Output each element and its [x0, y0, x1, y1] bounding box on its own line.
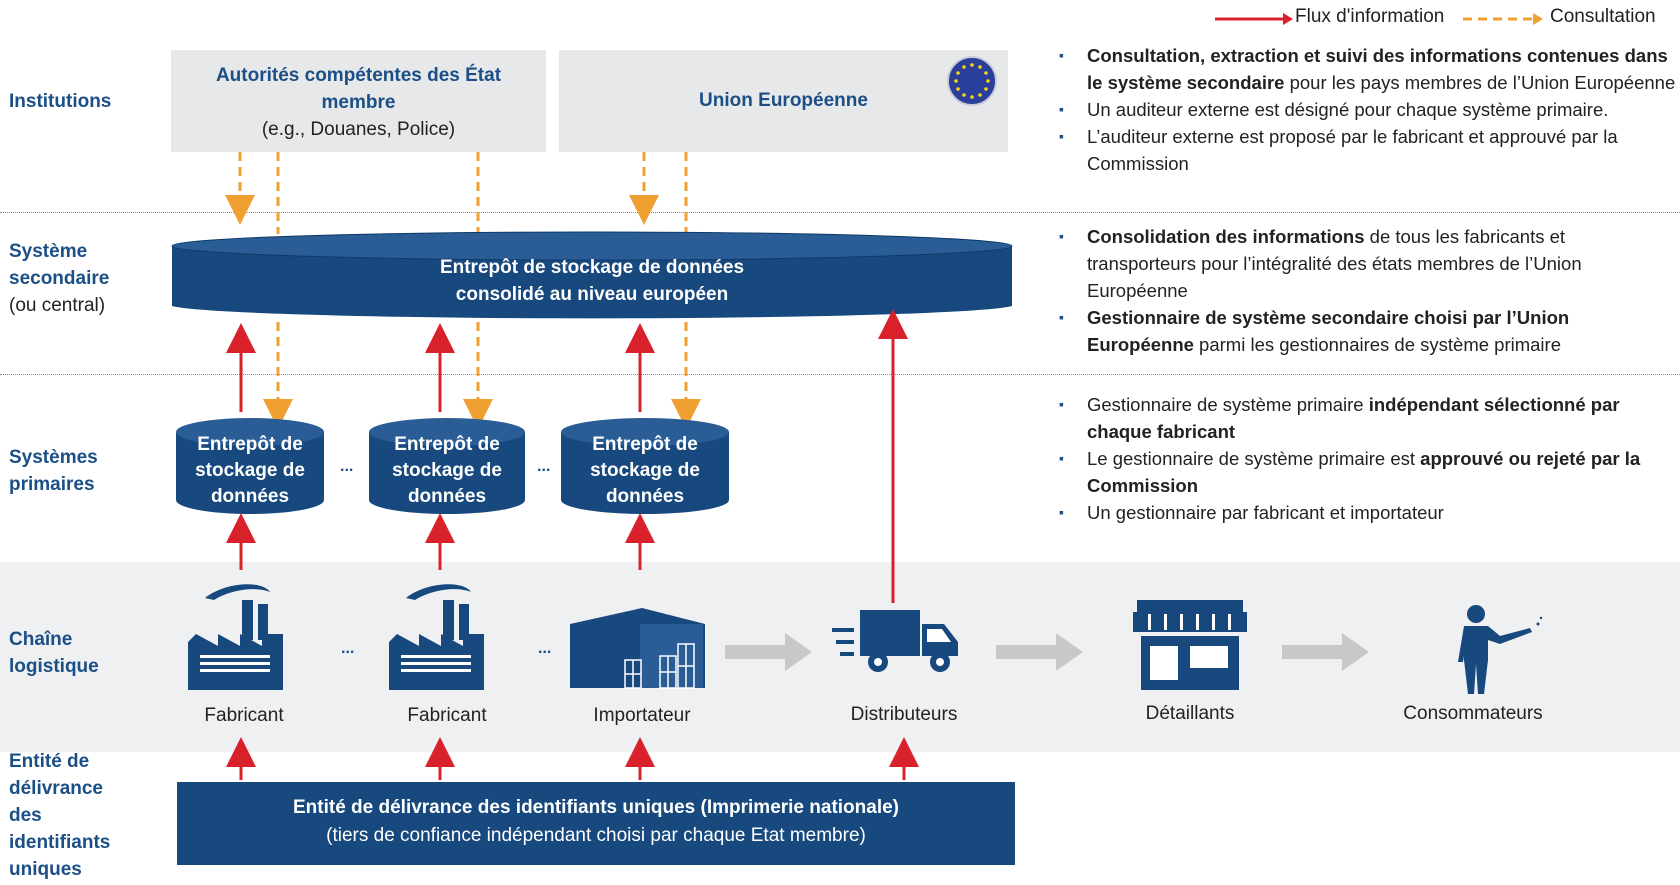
truck-icon [832, 610, 958, 672]
label-consumers: Consommateurs [1403, 703, 1543, 724]
notes-secondary: Consolidation des informations de tous l… [1057, 223, 1677, 358]
consultation-arrows-mid [263, 322, 701, 429]
chain-ellipsis-1: ... [341, 640, 355, 657]
shop-icon [1133, 600, 1247, 690]
id-entity-title: Entité de délivrance des identifiants un… [292, 797, 900, 818]
separator-secondary [0, 374, 1680, 375]
row-label-institutions: Institutions [9, 91, 112, 112]
label-manufacturer-1: Fabricant [204, 705, 284, 726]
legend-info-flow: Flux d'information [1295, 6, 1445, 27]
note-item: L’auditeur externe est proposé par le fa… [1057, 123, 1677, 177]
legend-graphics [1215, 13, 1543, 25]
note-item: Gestionnaire de système primaire indépen… [1057, 391, 1677, 445]
label-distributors: Distributeurs [850, 704, 958, 725]
legend-info-arrowhead [1283, 13, 1293, 25]
consultation-arrows-top [225, 152, 688, 234]
label-importer: Importateur [593, 705, 691, 726]
notes-primary: Gestionnaire de système primaire indépen… [1057, 391, 1677, 526]
eu-flag-icon [947, 56, 997, 106]
warehouse-icon [570, 608, 705, 689]
legend-consult-arrowhead [1533, 13, 1543, 25]
primary-ellipsis-1: ... [340, 458, 354, 475]
info-arrows-id-to-chain [226, 737, 919, 780]
factory-icon-2 [389, 584, 484, 690]
note-item: Consultation, extraction et suivi des in… [1057, 42, 1677, 96]
label-manufacturer-2: Fabricant [407, 705, 487, 726]
info-arrows-primary-to-secondary [226, 309, 908, 603]
legend-consultation: Consultation [1550, 6, 1656, 27]
primary-ellipsis-2: ... [537, 458, 551, 475]
id-entity-subtitle: (tiers de confiance indépendant choisi p… [326, 825, 866, 846]
factory-icon-1 [188, 584, 283, 690]
note-item: Un gestionnaire par fabricant et importa… [1057, 499, 1677, 526]
note-item: Un auditeur externe est désigné pour cha… [1057, 96, 1677, 123]
primary-cylinder-1 [176, 418, 324, 514]
primary-cylinder-2 [369, 418, 525, 514]
info-arrows-chain-to-primary [226, 513, 655, 570]
separator-institutions [0, 212, 1680, 213]
eu-box: Union Européenne [559, 50, 1008, 152]
consumer-icon [1458, 605, 1543, 694]
chain-flow-arrows [725, 633, 1369, 671]
id-entity-box: Entité de délivrance des identifiants un… [177, 782, 1015, 865]
primary-cylinder-3 [561, 418, 729, 514]
notes-institutions: Consultation, extraction et suivi des in… [1057, 42, 1677, 177]
note-item: Le gestionnaire de système primaire est … [1057, 445, 1677, 499]
note-item: Gestionnaire de système secondaire chois… [1057, 304, 1677, 358]
label-retailers: Détaillants [1145, 703, 1235, 724]
note-item: Consolidation des informations de tous l… [1057, 223, 1677, 304]
chain-ellipsis-2: ... [538, 640, 552, 657]
secondary-warehouse-disc [171, 231, 1013, 319]
